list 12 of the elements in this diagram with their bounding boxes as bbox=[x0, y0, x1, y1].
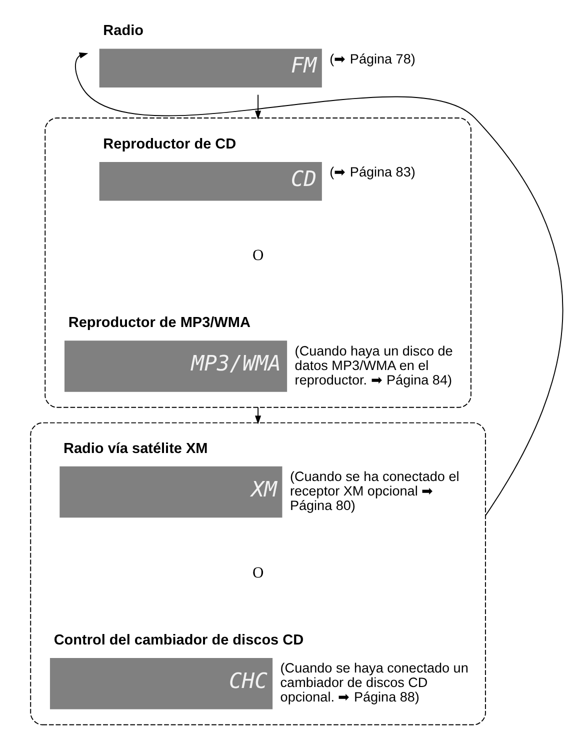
node-label: (Cuando se haya conectado un cambiador de discos CD opcional. ➡ Página 88) bbox=[280, 660, 468, 705]
label: O bbox=[252, 247, 264, 264]
node-label: (Cuando haya un disco de datos MP3/WMA en el reproductor. ➡ Página 84) bbox=[294, 343, 453, 388]
node-label: (Cuando se ha conectado el receptor XM opcional ➡ Página 80) bbox=[290, 469, 460, 514]
label: O bbox=[252, 564, 264, 582]
node-label: (➡ Página 83) bbox=[330, 164, 416, 180]
node-label: Control del cambiador de discos CD bbox=[54, 632, 304, 648]
node-label: Reproductor de MP3/WMA bbox=[68, 315, 250, 332]
node-label: Radio vía satélite XM bbox=[64, 440, 208, 457]
node-label: Radio bbox=[103, 23, 144, 40]
node-label: (➡ Página 78) bbox=[330, 51, 416, 66]
node-label: Reproductor de CD bbox=[103, 136, 236, 152]
